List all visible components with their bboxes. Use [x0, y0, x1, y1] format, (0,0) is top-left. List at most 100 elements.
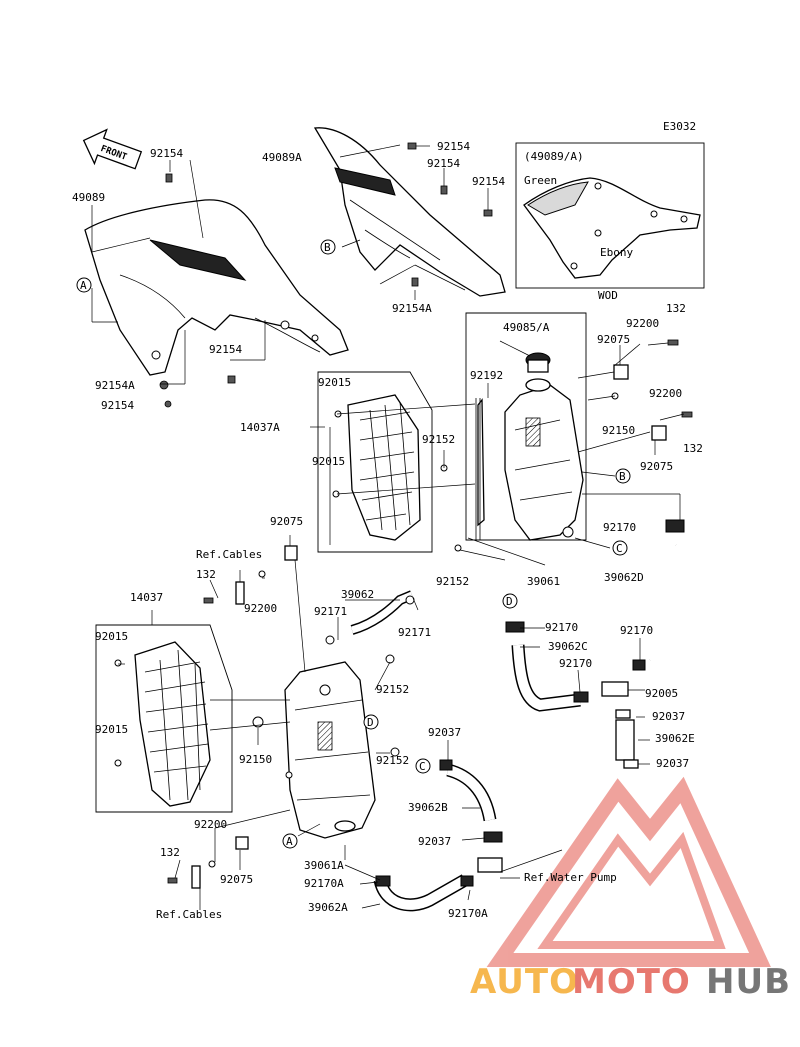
label-92075-d: 92075: [220, 873, 253, 886]
diagram-code: E3032: [663, 120, 696, 133]
label-132-c: 132: [196, 568, 216, 581]
label-14037a: 14037A: [240, 421, 280, 434]
radiator-grille-left: [95, 624, 233, 813]
label-92171-b: 92171: [398, 626, 431, 639]
label-92154a-a: 92154A: [95, 379, 135, 392]
label-92037-a: 92037: [652, 710, 685, 723]
label-92037-c: 92037: [656, 757, 689, 770]
label-92015-b: 92015: [312, 455, 345, 468]
label-14037: 14037: [130, 591, 163, 604]
label-92015-a: 92015: [318, 376, 351, 389]
label-92152-c: 92152: [376, 683, 409, 696]
callout-b-label-2: B: [619, 470, 626, 483]
label-39062a: 39062A: [308, 901, 348, 914]
front-arrow-icon: FRONT: [82, 128, 143, 170]
label-92150-b: 92150: [239, 753, 272, 766]
callout-a-label-1: A: [80, 279, 87, 292]
callout-a-label-2: A: [286, 835, 293, 848]
label-132-b: 132: [683, 442, 703, 455]
label-92152-d: 92152: [376, 754, 409, 767]
callout-d-2: [363, 714, 379, 730]
inset-title: (49089/A): [524, 150, 584, 163]
label-92154a-b: 92154A: [392, 302, 432, 315]
inset-box-49089a: (49089/A) Green Ebony WOD: [515, 142, 705, 302]
label-49089: 49089: [72, 191, 105, 204]
fasteners: [159, 142, 693, 889]
radiator-left: [284, 661, 376, 839]
label-92200-b: 92200: [649, 387, 682, 400]
callout-b-1: [320, 239, 336, 255]
label-92200-d: 92200: [194, 818, 227, 831]
label-39062d: 39062D: [604, 571, 644, 584]
callout-markers: A B B C D D C A: [76, 239, 631, 849]
radiator-grille-right: [317, 371, 433, 553]
label-49089a: 49089A: [262, 151, 302, 164]
label-92170-c: 92170: [620, 624, 653, 637]
label-92200-a: 92200: [626, 317, 659, 330]
label-92192: 92192: [470, 369, 503, 382]
label-92152-b: 92152: [436, 575, 469, 588]
label-92200-c: 92200: [244, 602, 277, 615]
label-92170: 92170: [603, 521, 636, 534]
callout-c-label-1: C: [616, 542, 623, 555]
label-39061a: 39061A: [304, 859, 344, 872]
radiator-right: [477, 352, 584, 541]
label-92037-d: 92037: [418, 835, 451, 848]
label-92170a-b: 92170A: [448, 907, 488, 920]
label-49085a: 49085/A: [503, 321, 550, 334]
label-92150-a: 92150: [602, 424, 635, 437]
ref-cables-a: Ref.Cables: [196, 548, 262, 561]
watermark-text: AUTO MOTO HUB: [470, 962, 791, 1002]
label-92152-a: 92152: [422, 433, 455, 446]
inset-footer: WOD: [598, 289, 618, 302]
radiator-shroud-right: [313, 127, 506, 297]
callout-c-2: [415, 758, 431, 774]
label-92154-f: 92154: [472, 175, 505, 188]
label-92037-b: 92037: [428, 726, 461, 739]
radiator-shroud-left: [84, 199, 349, 376]
label-92154-c: 92154: [209, 343, 242, 356]
label-92075-c: 92075: [270, 515, 303, 528]
label-92075-a: 92075: [597, 333, 630, 346]
label-39062: 39062: [341, 588, 374, 601]
label-39062b: 39062B: [408, 801, 448, 814]
callout-b-label-1: B: [324, 241, 331, 254]
callout-d-label-1: D: [506, 595, 513, 608]
radiator-right-outline: [465, 312, 587, 541]
label-92154-e: 92154: [427, 157, 460, 170]
label-132-a: 132: [666, 302, 686, 315]
watermark-moto: MOTO: [572, 962, 691, 1002]
label-132-d: 132: [160, 846, 180, 859]
part-labels: 92154 49089 92154A 92154 92154 49089A 92…: [72, 140, 703, 921]
label-39062e: 39062E: [655, 732, 695, 745]
ref-cables-b: Ref.Cables: [156, 908, 222, 921]
callout-a-2: [282, 833, 298, 849]
ref-water-pump: Ref.Water Pump: [524, 871, 617, 884]
label-92170-b: 92170: [545, 621, 578, 634]
callout-a-1: [76, 277, 92, 293]
callout-d-1: [502, 593, 518, 609]
leader-lines: [91, 144, 685, 910]
callout-c-1: [612, 540, 628, 556]
watermark-auto: AUTO: [470, 962, 579, 1002]
label-92075-b: 92075: [640, 460, 673, 473]
label-92171-a: 92171: [314, 605, 347, 618]
inset-color-ebony: Ebony: [600, 246, 633, 259]
label-39062c: 39062C: [548, 640, 588, 653]
inset-color-green: Green: [524, 174, 557, 187]
callout-c-label-2: C: [419, 760, 426, 773]
label-92154-a: 92154: [150, 147, 183, 160]
label-92154-d: 92154: [437, 140, 470, 153]
label-92015-d: 92015: [95, 723, 128, 736]
label-92015-c: 92015: [95, 630, 128, 643]
label-92154-b: 92154: [101, 399, 134, 412]
label-92170a-a: 92170A: [304, 877, 344, 890]
callout-d-label-2: D: [367, 716, 374, 729]
label-39061: 39061: [527, 575, 560, 588]
label-92170-d: 92170: [559, 657, 592, 670]
watermark-hub: HUB: [706, 962, 791, 1002]
callout-b-2: [615, 468, 631, 484]
label-92005: 92005: [645, 687, 678, 700]
watermark-logo: [486, 776, 771, 967]
